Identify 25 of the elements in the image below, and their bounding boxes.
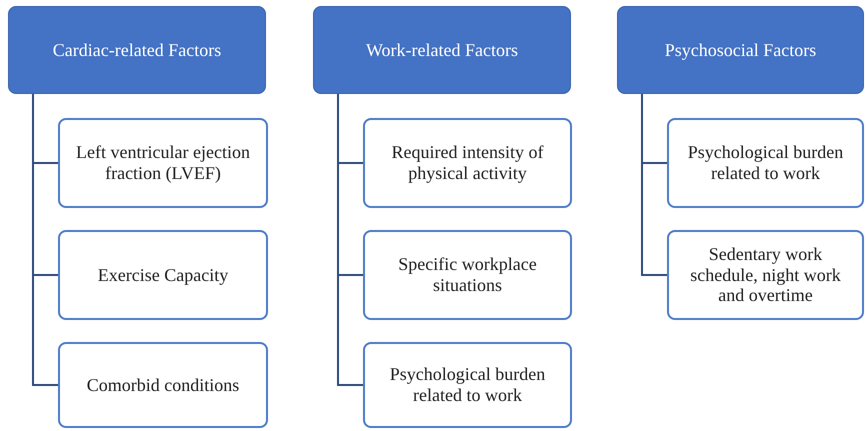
factor-label: Left ventricular ejection fraction (LVEF)	[75, 142, 251, 184]
factor-label: Exercise Capacity	[98, 264, 228, 286]
category-title: Psychosocial Factors	[664, 40, 816, 60]
category-header-box	[313, 6, 571, 94]
factor-label: Sedentary work schedule, night work and overtime	[689, 244, 842, 306]
factor-box	[58, 230, 268, 320]
factor-label: Comorbid conditions	[86, 374, 240, 396]
connector-line	[641, 94, 667, 276]
factor-box	[58, 118, 268, 208]
factor-box	[667, 230, 864, 320]
factor-label: Required intensity of physical activity	[390, 142, 544, 184]
factor-box	[58, 342, 268, 428]
category-header-box	[8, 6, 266, 94]
factor-box	[363, 230, 572, 320]
factor-label: Psychological burden related to work	[388, 364, 546, 406]
factor-box	[363, 118, 572, 208]
category-header-box	[617, 6, 864, 94]
connector-line	[32, 94, 58, 386]
factor-label: Specific workplace situations	[397, 254, 538, 296]
factor-label: Psychological burden related to work	[686, 142, 844, 184]
connector-line	[337, 94, 363, 386]
category-title: Work-related Factors	[366, 40, 518, 60]
category-title: Cardiac-related Factors	[52, 40, 222, 60]
factor-box	[363, 342, 572, 428]
factor-box	[667, 118, 864, 208]
